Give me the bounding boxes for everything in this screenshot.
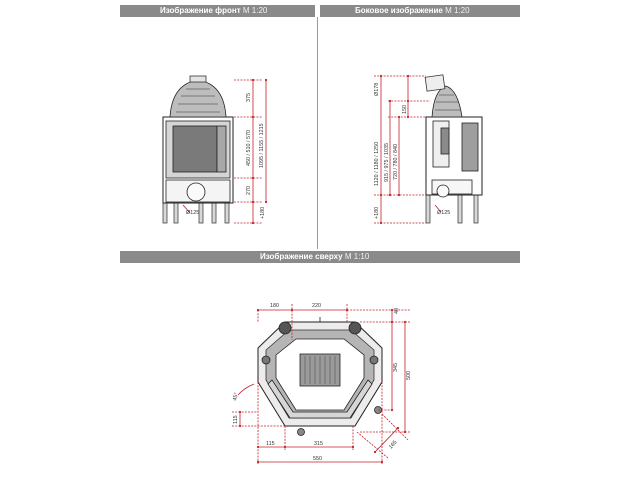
side-dome bbox=[431, 85, 463, 118]
side-dim-legs: +180 bbox=[374, 207, 380, 219]
front-view-scale: M 1:20 bbox=[242, 6, 268, 15]
top-dim-180: 180 bbox=[270, 303, 279, 309]
side-dim-mid: 915 / 975 / 1035 bbox=[384, 143, 390, 182]
side-dim-door: 720 / 780 / 840 bbox=[393, 144, 399, 180]
side-flue-pipe bbox=[424, 74, 446, 92]
view-divider bbox=[317, 17, 318, 249]
top-view-drawing bbox=[257, 317, 383, 436]
front-view-header: Изображение фронт M 1:20 bbox=[120, 5, 315, 17]
front-dimension-ticks bbox=[251, 78, 268, 225]
top-view-header: Изображение сверху M 1:10 bbox=[120, 251, 520, 263]
side-view-scale: M 1:20 bbox=[445, 6, 470, 15]
top-dim-40: 40 bbox=[394, 308, 400, 314]
top-dim-345: 345 bbox=[393, 363, 399, 372]
side-view-drawing bbox=[424, 74, 483, 224]
top-dim-115-bottom: 115 bbox=[266, 441, 275, 447]
front-dim-bottom: 270 bbox=[246, 186, 252, 195]
front-flue-outlet bbox=[186, 182, 206, 202]
side-view-title: Боковое изображение bbox=[355, 6, 443, 15]
side-glass bbox=[461, 122, 479, 172]
side-view-header: Боковое изображение M 1:20 bbox=[320, 5, 520, 17]
front-dim-door: 450 / 510 / 570 bbox=[246, 130, 252, 166]
side-legs bbox=[425, 194, 479, 224]
top-view-scale: M 1:10 bbox=[344, 252, 370, 261]
front-glass bbox=[172, 125, 218, 173]
front-dim-total: 1095 / 1155 / 1215 bbox=[259, 123, 265, 168]
top-dimension-ticks bbox=[238, 308, 407, 464]
side-flue-outlet bbox=[436, 184, 450, 198]
top-dim-550: 550 bbox=[313, 456, 322, 462]
top-door-glass bbox=[267, 379, 373, 419]
top-dim-165: 165 bbox=[388, 440, 398, 451]
front-view-drawing bbox=[162, 75, 234, 224]
front-view-title: Изображение фронт bbox=[160, 6, 241, 15]
front-dim-legs: +180 bbox=[260, 207, 266, 219]
front-dimensions bbox=[182, 79, 267, 224]
front-dome bbox=[169, 79, 227, 118]
side-dim-pipe: Ø178 bbox=[374, 83, 380, 96]
side-dim-flue: Ø125 bbox=[437, 210, 450, 216]
front-dim-top: 375 bbox=[246, 93, 252, 102]
side-dimension-ticks bbox=[379, 74, 410, 225]
top-dim-220: 220 bbox=[312, 303, 321, 309]
side-dim-total: 1120 / 1180 / 1250 bbox=[374, 142, 380, 186]
front-dim-flue: Ø125 bbox=[186, 210, 199, 216]
top-dim-500: 500 bbox=[406, 371, 412, 380]
top-dim-315: 315 bbox=[314, 441, 323, 447]
top-dim-115-left: 115 bbox=[233, 415, 239, 424]
top-dim-angle: 45° bbox=[232, 392, 240, 401]
top-view-title: Изображение сверху bbox=[260, 252, 343, 261]
side-dim-gap: 150 bbox=[402, 105, 408, 114]
